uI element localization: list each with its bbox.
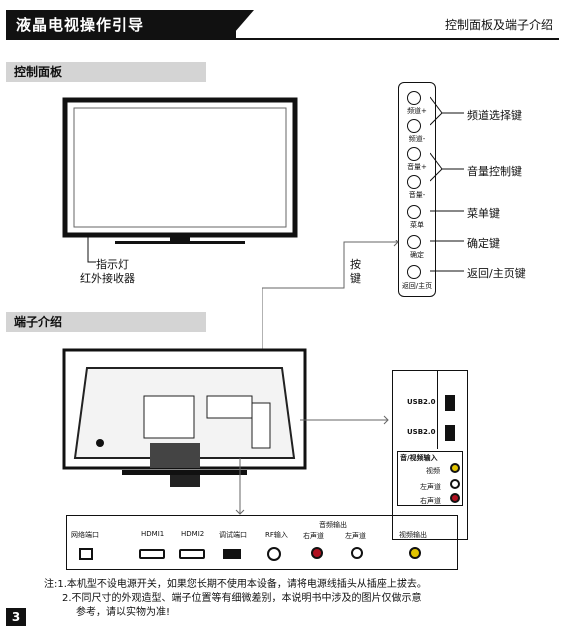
menu-key-callout: 菜单键: [467, 207, 500, 220]
volume-up-key[interactable]: [407, 147, 421, 161]
volume-down-key[interactable]: [407, 175, 421, 189]
left-out-label: 左声道: [345, 532, 366, 540]
network-port-label: 网络端口: [71, 531, 99, 539]
indicator-leader-line: [87, 250, 96, 263]
volume-keys-callout: 音量控制键: [467, 165, 522, 178]
av-input-group: 音/视频输入 视频 左声道 右声道: [397, 451, 463, 506]
banner-slant: [228, 10, 254, 40]
left-out-jack[interactable]: [351, 547, 363, 559]
keys-leader-line: [262, 240, 399, 412]
note-line-3: 参考，请以实物为准!: [76, 607, 171, 618]
debug-port[interactable]: [223, 549, 241, 559]
video-in-label: 视频: [426, 467, 440, 475]
hdmi2-port[interactable]: [179, 549, 205, 559]
bottom-terminal-panel: 网络端口 HDMI1 HDMI2 调试端口 RF输入 音频输出 右声道 左声道 …: [66, 515, 458, 570]
bottom-leader-line: [235, 490, 245, 515]
side-terminal-panel: USB2.0 USB2.0 音/视频输入 视频 左声道 右声道: [392, 370, 468, 540]
av-input-title: 音/视频输入: [400, 454, 438, 462]
video-out-jack[interactable]: [409, 547, 421, 559]
video-out-label: 视频输出: [399, 531, 427, 539]
channel-up-label: 频道+: [407, 107, 427, 115]
channel-down-key[interactable]: [407, 119, 421, 133]
menu-key-label: 菜单: [410, 221, 424, 229]
right-in-jack[interactable]: [450, 493, 460, 503]
volume-up-label: 音量+: [407, 163, 427, 171]
usb-port-2-label: USB2.0: [407, 428, 436, 436]
channel-down-label: 频道-: [408, 135, 426, 143]
menu-key[interactable]: [407, 205, 421, 219]
keys-label-bottom: 键: [350, 272, 361, 285]
hdmi2-label: HDMI2: [181, 530, 205, 538]
terminals-heading: 端子介绍: [6, 312, 206, 332]
tv-front-illustration: [62, 97, 298, 253]
ok-key-callout: 确定键: [467, 237, 500, 250]
channel-keys-callout: 频道选择键: [467, 109, 522, 122]
back-home-key-label: 返回/主页: [401, 282, 433, 290]
back-home-key-callout: 返回/主页键: [467, 267, 526, 280]
header-rule: [6, 38, 559, 40]
right-out-label: 右声道: [303, 532, 324, 540]
keys-label-top: 按: [350, 258, 361, 271]
debug-port-label: 调试端口: [219, 531, 247, 539]
tv-back-illustration: [62, 348, 307, 493]
right-in-label: 右声道: [420, 497, 441, 505]
rf-input-label: RF输入: [265, 531, 288, 539]
page-number: 3: [6, 608, 26, 626]
channel-up-key[interactable]: [407, 91, 421, 105]
key-panel: 频道+ 频道- 音量+ 音量- 菜单 确定 返回/主页: [398, 82, 436, 297]
indicator-label: 指示灯: [96, 258, 129, 271]
usb-port-1[interactable]: [445, 395, 455, 411]
side-leader-line: [300, 415, 389, 425]
usb-port-2[interactable]: [445, 425, 455, 441]
audio-out-title: 音频输出: [319, 521, 347, 529]
left-in-jack[interactable]: [450, 479, 460, 489]
usb-port-1-label: USB2.0: [407, 398, 436, 406]
rf-input-jack[interactable]: [267, 547, 281, 561]
note-line-2: 2.不同尺寸的外观造型、端子位置等有细微差别，本说明书中涉及的图片仅做示意: [62, 593, 422, 604]
side-divider: [437, 371, 438, 449]
section-title: 控制面板及端子介绍: [444, 18, 553, 32]
video-in-jack[interactable]: [450, 463, 460, 473]
hdmi1-label: HDMI1: [141, 530, 165, 538]
right-out-jack[interactable]: [311, 547, 323, 559]
network-port[interactable]: [79, 548, 93, 560]
control-panel-heading: 控制面板: [6, 62, 206, 82]
page-title: 液晶电视操作引导: [6, 10, 236, 40]
hdmi1-port[interactable]: [139, 549, 165, 559]
ok-key[interactable]: [407, 235, 421, 249]
volume-down-label: 音量-: [408, 191, 426, 199]
key-callout-lines: [430, 96, 464, 272]
note-line-1: 注:1.本机型不设电源开关，如果您长期不使用本设备，请将电源线插头从插座上拔去。: [44, 579, 427, 590]
ok-key-label: 确定: [410, 251, 424, 259]
ir-receiver-label: 红外接收器: [80, 272, 135, 285]
left-in-label: 左声道: [420, 483, 441, 491]
back-home-key[interactable]: [407, 265, 421, 279]
